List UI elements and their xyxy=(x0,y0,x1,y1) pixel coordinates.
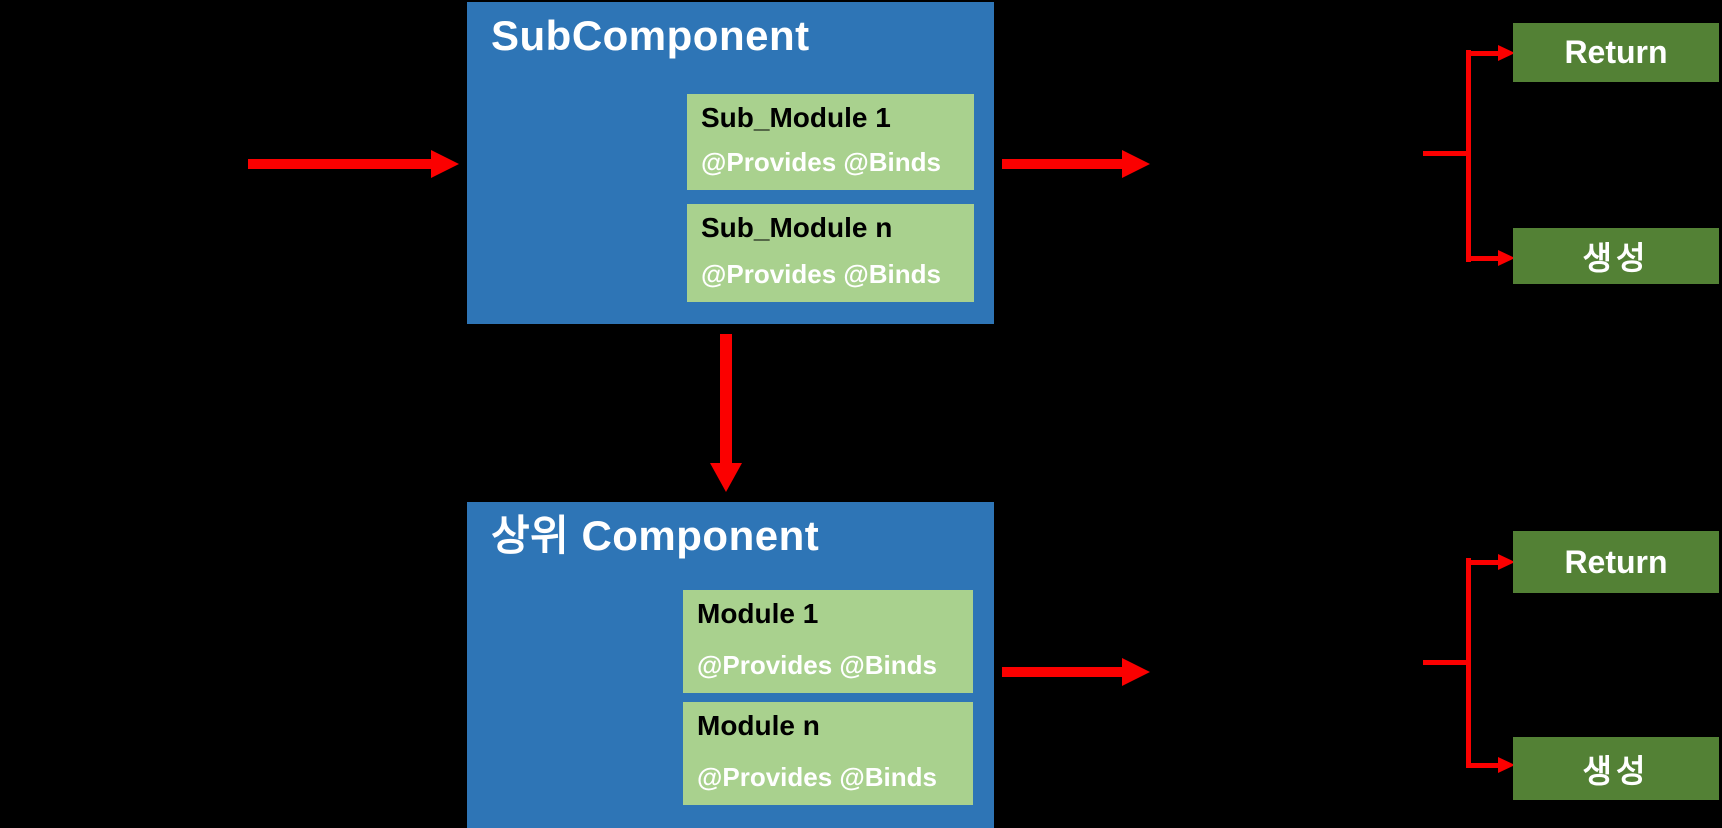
branch-vertical-line xyxy=(1466,50,1471,262)
module-card: Sub_Module n @Provides @Binds xyxy=(687,204,974,302)
arrow-head-right-icon xyxy=(1498,554,1515,570)
branch-arm-line xyxy=(1469,763,1499,768)
arrow-head-right-icon xyxy=(1498,250,1515,266)
module-card: Module 1 @Provides @Binds xyxy=(683,590,973,693)
arrow-head-right-icon xyxy=(1498,45,1515,61)
module-card: Module n @Provides @Binds xyxy=(683,702,973,805)
module-name: Sub_Module n xyxy=(701,212,893,243)
create-label: 생성 xyxy=(1582,240,1650,276)
module-annotations: @Provides @Binds xyxy=(701,258,941,289)
module-name: Module n xyxy=(697,710,820,741)
branch-arm-line xyxy=(1469,51,1499,56)
subcomponent-title: SubComponent xyxy=(491,12,810,59)
module-annotations: @Provides @Binds xyxy=(697,761,937,792)
arrow-head-right-icon xyxy=(1122,150,1150,178)
branch-stub-line xyxy=(1423,151,1468,156)
arrow-head-right-icon xyxy=(431,150,459,178)
module-annotations: @Provides @Binds xyxy=(701,146,941,177)
module-name: Module 1 xyxy=(697,598,819,629)
branch-arm-line xyxy=(1469,560,1499,565)
module-name: Sub_Module 1 xyxy=(701,102,891,133)
create-box: 생성 xyxy=(1513,737,1719,800)
arrow-shaft xyxy=(1002,667,1123,677)
return-label: Return xyxy=(1564,543,1668,580)
branch-stub-line xyxy=(1423,660,1468,665)
return-label: Return xyxy=(1564,34,1668,70)
return-box: Return xyxy=(1513,531,1719,593)
arrow-head-down-icon xyxy=(710,463,742,492)
arrow-head-right-icon xyxy=(1498,757,1515,773)
subcomponent-box: SubComponent Sub_Module 1 @Provides @Bin… xyxy=(467,2,994,324)
create-box: 생성 xyxy=(1513,228,1719,284)
arrow-head-right-icon xyxy=(1122,658,1150,686)
module-annotations: @Provides @Binds xyxy=(697,649,937,680)
return-box: Return xyxy=(1513,23,1719,82)
module-card: Sub_Module 1 @Provides @Binds xyxy=(687,94,974,190)
branch-arm-line xyxy=(1469,256,1499,261)
parent-component-box: 상위 Component Module 1 @Provides @Binds M… xyxy=(467,502,994,828)
create-label: 생성 xyxy=(1582,752,1650,789)
parent-component-title: 상위 Component xyxy=(491,512,820,559)
branch-vertical-line xyxy=(1466,558,1471,768)
arrow-shaft xyxy=(1002,159,1123,169)
arrow-shaft xyxy=(720,334,732,464)
arrow-shaft xyxy=(248,159,432,169)
